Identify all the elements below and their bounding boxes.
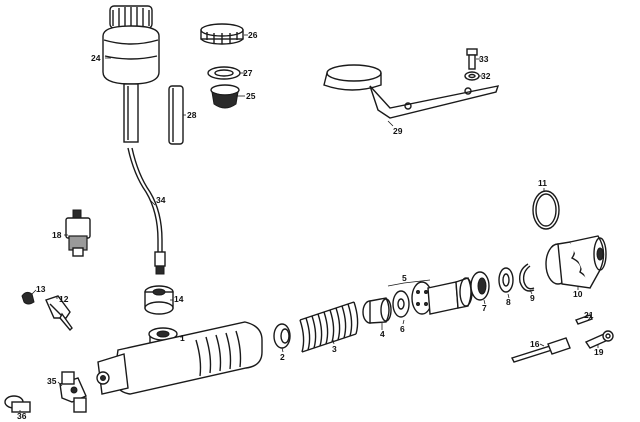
part-9-circlip	[518, 263, 535, 292]
label-part-29: 29	[393, 126, 403, 136]
part-3-spring	[299, 301, 359, 353]
part-28-hose	[168, 85, 184, 145]
leader-lines	[19, 34, 599, 412]
label-part-34: 34	[156, 195, 166, 205]
part-5-piston	[411, 277, 473, 315]
part-1-master-cylinder	[96, 321, 263, 395]
part-labels: 1 2 3 4 5 6 7 8 9 10 11 12 13 14 16 18 1…	[17, 30, 604, 421]
label-part-13: 13	[36, 284, 46, 294]
label-part-7: 7	[482, 303, 487, 313]
part-24-reservoir	[102, 5, 160, 143]
part-34-pipe	[127, 147, 166, 275]
part-26-cap	[200, 23, 244, 45]
label-part-33: 33	[479, 54, 489, 64]
part-18-switch	[65, 209, 91, 257]
label-part-25: 25	[246, 91, 256, 101]
part-14-fitting	[144, 285, 174, 315]
part-19-clevis	[584, 330, 614, 349]
label-part-11: 11	[538, 178, 547, 188]
part-2-seal	[273, 323, 291, 349]
label-part-16: 16	[530, 339, 540, 349]
label-part-6: 6	[400, 324, 405, 334]
label-part-4: 4	[380, 329, 385, 339]
part-7-seal	[470, 271, 490, 301]
part-32-washer	[464, 71, 480, 81]
part-25-strainer	[210, 84, 240, 109]
label-part-28: 28	[187, 110, 197, 120]
part-12-bleeder	[45, 295, 73, 332]
label-part-19: 19	[594, 347, 604, 357]
label-part-2: 2	[280, 352, 285, 362]
part-11-ring	[532, 190, 560, 230]
part-27-washer	[207, 66, 241, 80]
part-4-cup	[362, 297, 392, 324]
label-part-26: 26	[248, 30, 258, 40]
label-part-14: 14	[174, 294, 184, 304]
part-33-bolt	[466, 48, 478, 70]
label-part-3: 3	[332, 344, 337, 354]
part-29-bracket	[323, 64, 500, 119]
label-part-24: 24	[91, 53, 101, 63]
label-part-10: 10	[573, 289, 583, 299]
label-part-5: 5	[402, 273, 407, 283]
label-part-12: 12	[59, 294, 69, 304]
label-part-8: 8	[506, 297, 511, 307]
part-21-pin	[575, 314, 593, 325]
label-part-27: 27	[243, 68, 253, 78]
label-part-18: 18	[52, 230, 62, 240]
label-part-36: 36	[17, 411, 27, 421]
label-part-32: 32	[481, 71, 491, 81]
part-10-boot	[545, 235, 607, 289]
label-part-9: 9	[530, 293, 535, 303]
label-part-21: 21	[584, 310, 594, 320]
part-6-washer	[392, 290, 410, 318]
label-part-35: 35	[47, 376, 57, 386]
part-8-ring	[498, 267, 514, 293]
part-36-bolt	[4, 395, 31, 413]
part-35-fitting	[59, 371, 87, 413]
part-16-pushrod	[511, 337, 571, 363]
label-part-1: 1	[180, 333, 185, 343]
part-13-cap	[21, 291, 35, 305]
